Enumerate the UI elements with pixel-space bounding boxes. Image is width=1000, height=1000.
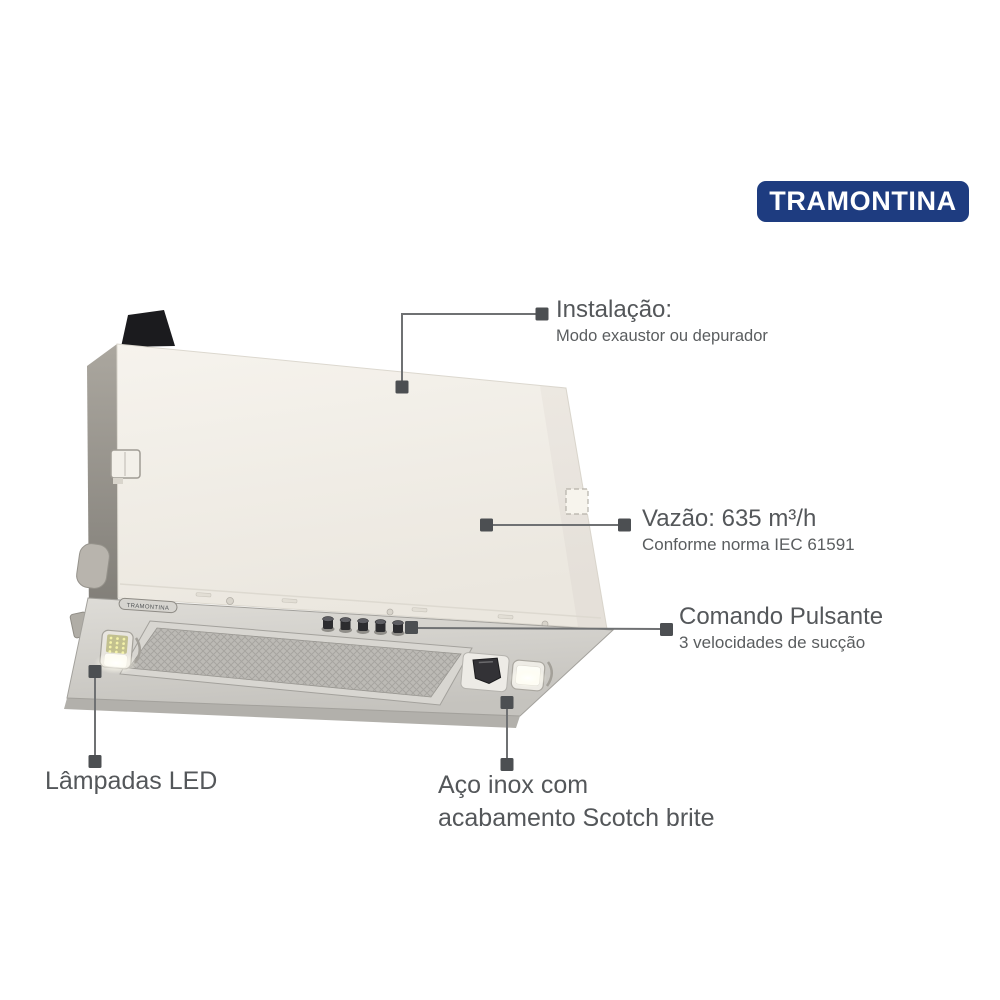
callout-lines [94,313,661,760]
comando-leader-line [414,627,661,630]
instalacao-leader-line [401,313,536,384]
comando-subtitle: 3 velocidades de sucção [679,633,866,652]
brand-logo: TRAMONTINA [757,181,969,222]
hood-button [339,617,352,633]
instalacao-text-marker [535,307,549,321]
lamp-slot-left [133,637,141,664]
instalacao-product-marker [395,380,409,394]
control-buttons [321,616,405,636]
lamp-slot-right [545,661,553,687]
lampadas-product-marker [88,665,102,678]
hood-button [391,620,405,636]
hood-button [374,619,387,635]
hood-button [321,616,335,632]
body-seam-line [119,583,602,619]
vazao-product-marker [480,518,493,532]
aco-title-line1: Aço inox com [438,771,589,799]
body-vent-marks [195,592,514,620]
duct-cap [121,310,175,347]
callout-lampadas: Lâmpadas LED [45,768,217,794]
lampadas-text-marker [88,755,102,768]
right-latch [565,488,589,515]
lampadas-title: Lâmpadas LED [45,767,218,795]
filter-handle [460,652,510,693]
side-duct-piece [76,543,110,589]
callout-vazao: Vazão: 635 m³/h Conforme norma IEC 61591 [642,506,855,555]
instalacao-title: Instalação: [556,296,673,323]
brand-logo-text: TRAMONTINA [769,186,957,216]
callout-markers [88,307,673,771]
callout-aco-inox: Aço inox com acabamento Scotch brite [438,769,715,835]
callout-comando: Comando Pulsante 3 velocidades de sucção [679,604,883,653]
callout-instalacao: Instalação: Modo exaustor ou depurador [556,297,768,346]
aco-product-marker [500,696,514,709]
lamp-glow-right [509,668,547,688]
hood-button [356,618,370,634]
aco-text-marker [500,758,514,771]
body-screws [226,597,549,628]
hood-body-face [116,343,608,630]
vazao-text-marker [618,518,631,532]
vazao-subtitle: Conforme norma IEC 61591 [642,535,855,554]
comando-product-marker [405,621,418,634]
lamp-glow-left [94,652,138,674]
aco-title-line2: acabamento Scotch brite [438,804,715,832]
comando-text-marker [660,623,673,636]
instalacao-subtitle: Modo exaustor ou depurador [556,327,768,345]
brand-plate: TRAMONTINA [118,597,178,614]
vazao-title: Vazão: 635 m³/h [642,505,817,532]
comando-title: Comando Pulsante [679,603,884,630]
base-front-lip [64,698,520,728]
filter-mesh-texture [129,628,461,697]
left-latch [110,449,141,484]
brand-plate-text: TRAMONTINA [126,603,169,612]
